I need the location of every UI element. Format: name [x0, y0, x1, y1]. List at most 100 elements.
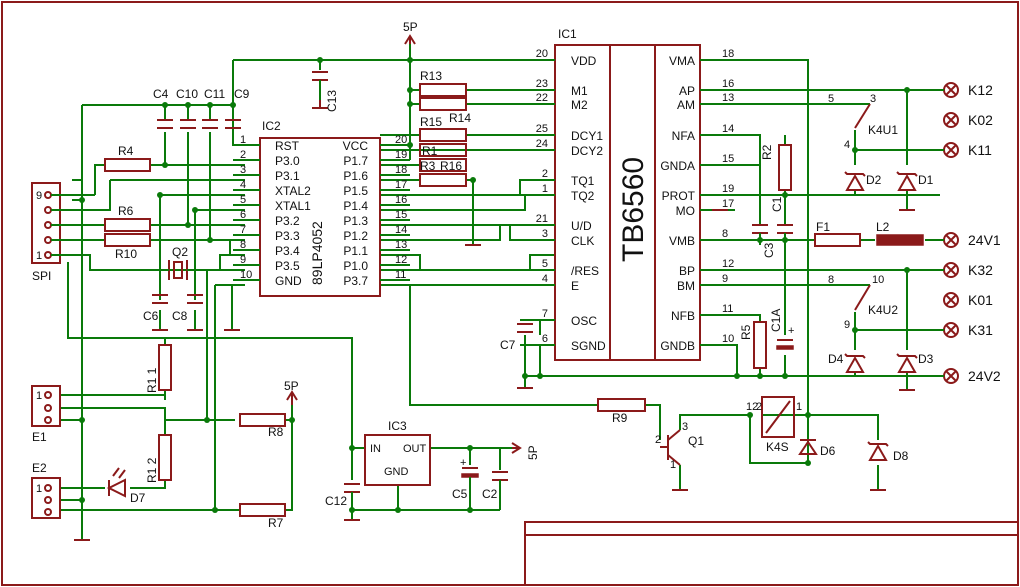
- r9-label: R9: [612, 411, 628, 425]
- ic1-pin-16-number: 16: [722, 78, 734, 90]
- k4u1-pin-a: 5: [828, 93, 834, 105]
- svg-text:+: +: [788, 325, 794, 337]
- r8-label: R8: [268, 425, 284, 439]
- ic2-pin-6-number: 6: [240, 209, 246, 221]
- relay-contacts: 5 3 4 K4U1 8 10 9 K4U2: [828, 93, 898, 331]
- terminal-24v1[interactable]: 24V1: [940, 232, 1001, 248]
- ic1-pin-19-number: 19: [722, 183, 734, 195]
- k4u2-pin-a: 8: [828, 274, 834, 286]
- terminal-k32[interactable]: K32: [940, 262, 993, 278]
- ic1-pin-22-name: M2: [571, 98, 588, 112]
- q1-c: 3: [682, 421, 688, 433]
- q2-label: Q2: [172, 245, 188, 259]
- terminal-label-24v2: 24V2: [968, 368, 1001, 384]
- ic1-pin-16-name: AP: [679, 84, 695, 98]
- terminal-k31[interactable]: K31: [940, 322, 993, 338]
- ic1-pin-9-number: 9: [722, 273, 728, 285]
- ic2-pin-7-name: P3.3: [275, 229, 300, 243]
- terminal-label-k12: K12: [968, 82, 993, 98]
- supply-symbols: 5P 5P 5P: [284, 20, 540, 460]
- c12-label: C12: [325, 494, 347, 508]
- capacitors: C4 C10 C11 C9 C13 C6 C8 C7 C3 C1 + C1A C…: [143, 71, 794, 508]
- k4u2-pin-b: 10: [872, 274, 884, 286]
- d3-label: D3: [918, 352, 934, 366]
- ic2-pin-1-name: RST: [275, 139, 300, 153]
- terminal-k12[interactable]: K12: [940, 82, 993, 98]
- c9-label: C9: [234, 87, 250, 101]
- ic1-pin-23-number: 23: [536, 78, 548, 90]
- terminal-k11[interactable]: K11: [940, 142, 992, 158]
- terminal-24v2[interactable]: 24V2: [940, 368, 1001, 384]
- junctions: [79, 57, 910, 513]
- supply-mid: 5P: [284, 379, 299, 393]
- q1-b: 2: [655, 434, 661, 446]
- ic1-pin-8-name: VMB: [669, 234, 695, 248]
- led-d7: D7: [106, 467, 146, 505]
- ic2-pin-3-name: P3.1: [275, 169, 300, 183]
- ic1-pin-5-number: 5: [542, 258, 548, 270]
- k4s-pin-c: 1: [796, 401, 802, 413]
- ic1-pin-14-name: NFA: [672, 129, 695, 143]
- ic2-pin-4-number: 4: [240, 179, 246, 191]
- terminal-label-k11: K11: [968, 142, 992, 158]
- r7-label: R7: [268, 516, 284, 530]
- title-block: [524, 521, 1018, 585]
- c6-label: C6: [143, 309, 159, 323]
- c3-label: C3: [762, 242, 776, 258]
- f1-label: F1: [816, 220, 830, 234]
- ic2-pin-16-number: 16: [395, 194, 407, 206]
- ic1-pin-17-name: MO: [676, 204, 695, 218]
- d7-label: D7: [130, 491, 146, 505]
- terminal-k02[interactable]: K02: [943, 112, 993, 128]
- ic1-ref: IC1: [558, 27, 577, 41]
- ic2-pin-20-name: VCC: [343, 139, 369, 153]
- ic2-pin-11-name: P3.7: [343, 274, 368, 288]
- terminal-label-k02: K02: [968, 112, 993, 128]
- ic1-pin-2-number: 2: [542, 168, 548, 180]
- l2-label: L2: [876, 220, 890, 234]
- ic2-pin-9-number: 9: [240, 254, 246, 266]
- ic2-pin-11-number: 11: [395, 269, 406, 281]
- ic2-pin-10-number: 10: [240, 269, 252, 281]
- ic1-pin-24-number: 24: [536, 138, 548, 150]
- r14-label: R14: [449, 111, 471, 125]
- ic2-pin-12-name: P1.0: [343, 259, 368, 273]
- ic2-pin-15-name: P1.3: [343, 214, 368, 228]
- ic3-in: IN: [370, 443, 381, 455]
- ic3-out: OUT: [403, 443, 427, 455]
- r4-label: R4: [118, 144, 134, 158]
- supply-right: 5P: [526, 445, 540, 460]
- ic2-part: 89LP4052: [309, 221, 325, 285]
- ic1-pin-7-number: 7: [542, 308, 548, 320]
- ic1-pin-15-name: GNDA: [660, 159, 695, 173]
- ic1-pin-11-number: 11: [722, 303, 733, 315]
- ic2-pin-14-name: P1.2: [343, 229, 368, 243]
- c11-label: C11: [204, 87, 225, 101]
- terminal-k01[interactable]: K01: [943, 292, 993, 308]
- svg-text:1: 1: [36, 483, 42, 495]
- ic1-pin-15-number: 15: [722, 153, 734, 165]
- ic2-pin-17-name: P1.5: [343, 184, 368, 198]
- k4u2-pin-c: 9: [844, 319, 850, 331]
- ic2-pin-6-name: P3.2: [275, 214, 300, 228]
- d1-label: D1: [918, 173, 934, 187]
- k4u1-pin-b: 3: [870, 93, 876, 105]
- ic1-pin-9-name: BM: [677, 279, 695, 293]
- k4u1-label: K4U1: [868, 123, 898, 137]
- ic1-pin-10-name: GNDB: [660, 339, 695, 353]
- r6-label: R6: [118, 204, 134, 218]
- ic1-pin-6-name: SGND: [571, 339, 606, 353]
- ic1-pin-4-number: 4: [542, 273, 548, 285]
- c13-label: C13: [325, 90, 339, 112]
- ic1-pin-11-name: NFB: [671, 309, 695, 323]
- d6-label: D6: [820, 444, 836, 458]
- r11-label: R1 1: [145, 367, 159, 393]
- ic3-ref: IC3: [388, 419, 407, 433]
- ic2-pin-2-name: P3.0: [275, 154, 300, 168]
- ic1-pin-22-number: 22: [536, 92, 548, 104]
- c5-label: C5: [452, 487, 468, 501]
